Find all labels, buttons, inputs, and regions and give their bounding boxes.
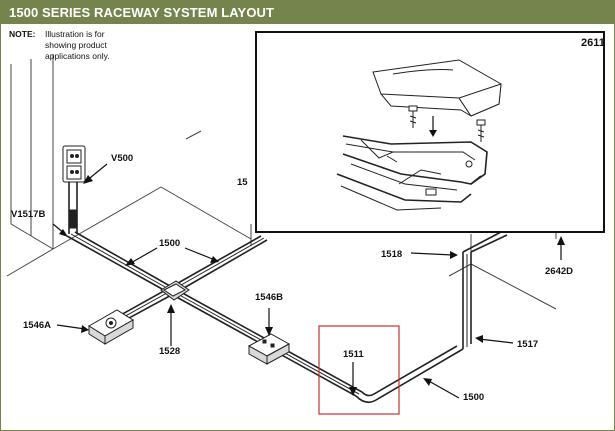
raceway-layout-diagram: NOTE: Illustration is for showing produc…	[6, 29, 605, 415]
label-1511: 1511	[343, 349, 364, 360]
label-2642d: 2642D	[545, 266, 573, 277]
label-1546b: 1546B	[255, 292, 283, 303]
callout-arrows	[52, 163, 565, 399]
label-1546a: 1546A	[23, 320, 51, 331]
receptacle-1546b	[247, 333, 291, 365]
label-1500-left: 1500	[159, 238, 180, 249]
receptacle-1546a	[88, 309, 134, 345]
label-v1517b: V1517B	[11, 209, 45, 220]
note-line-2: showing product	[45, 40, 108, 50]
label-v500: V500	[111, 153, 133, 164]
highlight-box-1511	[318, 325, 400, 415]
label-1500-right: 1500	[463, 392, 484, 403]
inset-detail-2611	[255, 31, 605, 233]
label-1528: 1528	[159, 346, 180, 357]
raceway-runs	[66, 231, 508, 404]
note-line-1: Illustration is for	[45, 29, 105, 39]
note-label: NOTE:	[9, 29, 36, 39]
note-block: NOTE: Illustration is for showing produc…	[9, 29, 110, 61]
label-15-partial: 15	[237, 177, 248, 188]
screw-icon	[408, 105, 418, 128]
label-1518: 1518	[381, 249, 402, 260]
page-title: 1500 SERIES RACEWAY SYSTEM LAYOUT	[1, 1, 614, 24]
label-1517: 1517	[517, 339, 538, 350]
screw-icon	[476, 119, 486, 142]
v500-outlet-box	[62, 145, 86, 234]
junction-1528	[160, 280, 190, 301]
note-line-3: applications only.	[45, 51, 110, 61]
inset-part-number: 2611	[581, 37, 605, 49]
